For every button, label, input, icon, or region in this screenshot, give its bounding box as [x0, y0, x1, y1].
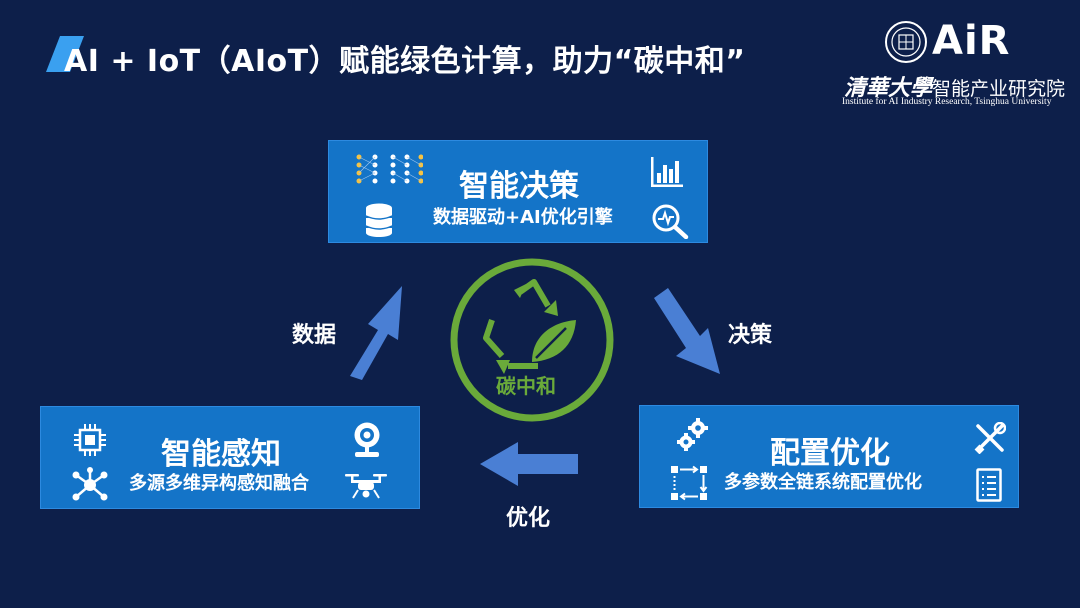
- database-icon: [365, 203, 393, 237]
- institute-name-en: Institute for AI Industry Research, Tsin…: [842, 97, 1052, 107]
- tsinghua-calligraphy: 清華大學: [844, 75, 933, 101]
- neural-network-icon: [356, 154, 423, 184]
- edge-label-decision: 决策: [728, 323, 773, 348]
- recycle-leaf-icon: [483, 279, 576, 374]
- chip-icon: [74, 424, 106, 456]
- institute-name-cn: 清華大學智能产业研究院: [844, 70, 1065, 102]
- perception-subtitle: 多源多维异构感知融合: [129, 473, 309, 494]
- air-logo-text: AiR: [932, 18, 1011, 64]
- page-title: AI + IoT（AIoT）赋能绿色计算，助力“碳中和”: [64, 44, 746, 79]
- optimization-subtitle: 多参数全链系统配置优化: [724, 472, 922, 493]
- decision-title: 智能决策: [459, 169, 579, 204]
- edge-label-optimize: 优化: [506, 506, 551, 531]
- drone-icon: [345, 474, 387, 499]
- node-optimization: 配置优化 多参数全链系统配置优化: [639, 405, 1019, 508]
- network-hub-icon: [72, 467, 108, 501]
- decision-subtitle: 数据驱动+AI优化引擎: [433, 207, 613, 228]
- tsinghua-seal-icon: [885, 21, 927, 63]
- webcam-icon: [354, 422, 380, 457]
- checklist-icon: [976, 468, 1002, 502]
- bar-chart-icon: [651, 157, 683, 187]
- optimization-title: 配置优化: [770, 436, 890, 471]
- edge-label-data: 数据: [292, 323, 337, 348]
- workflow-icon: [671, 465, 708, 501]
- title-accent-mark: [46, 36, 84, 72]
- perception-title: 智能感知: [161, 437, 281, 472]
- arrow-optimize-left: [480, 442, 578, 486]
- institute-name-suffix: 智能产业研究院: [932, 78, 1066, 100]
- carbon-neutral-emblem: [450, 258, 614, 422]
- node-decision: 智能决策 数据驱动+AI优化引擎: [328, 140, 708, 243]
- arrow-decision-down: [654, 288, 720, 374]
- gears-icon: [677, 418, 708, 451]
- arrow-data-up: [350, 286, 402, 380]
- node-perception: 智能感知 多源多维异构感知融合: [40, 406, 420, 509]
- institute-logo: AiR 清華大學智能产业研究院 Institute for AI Industr…: [840, 18, 1070, 110]
- tools-icon: [974, 422, 1006, 454]
- magnifier-analytics-icon: [652, 204, 689, 239]
- center-label: 碳中和: [496, 374, 556, 398]
